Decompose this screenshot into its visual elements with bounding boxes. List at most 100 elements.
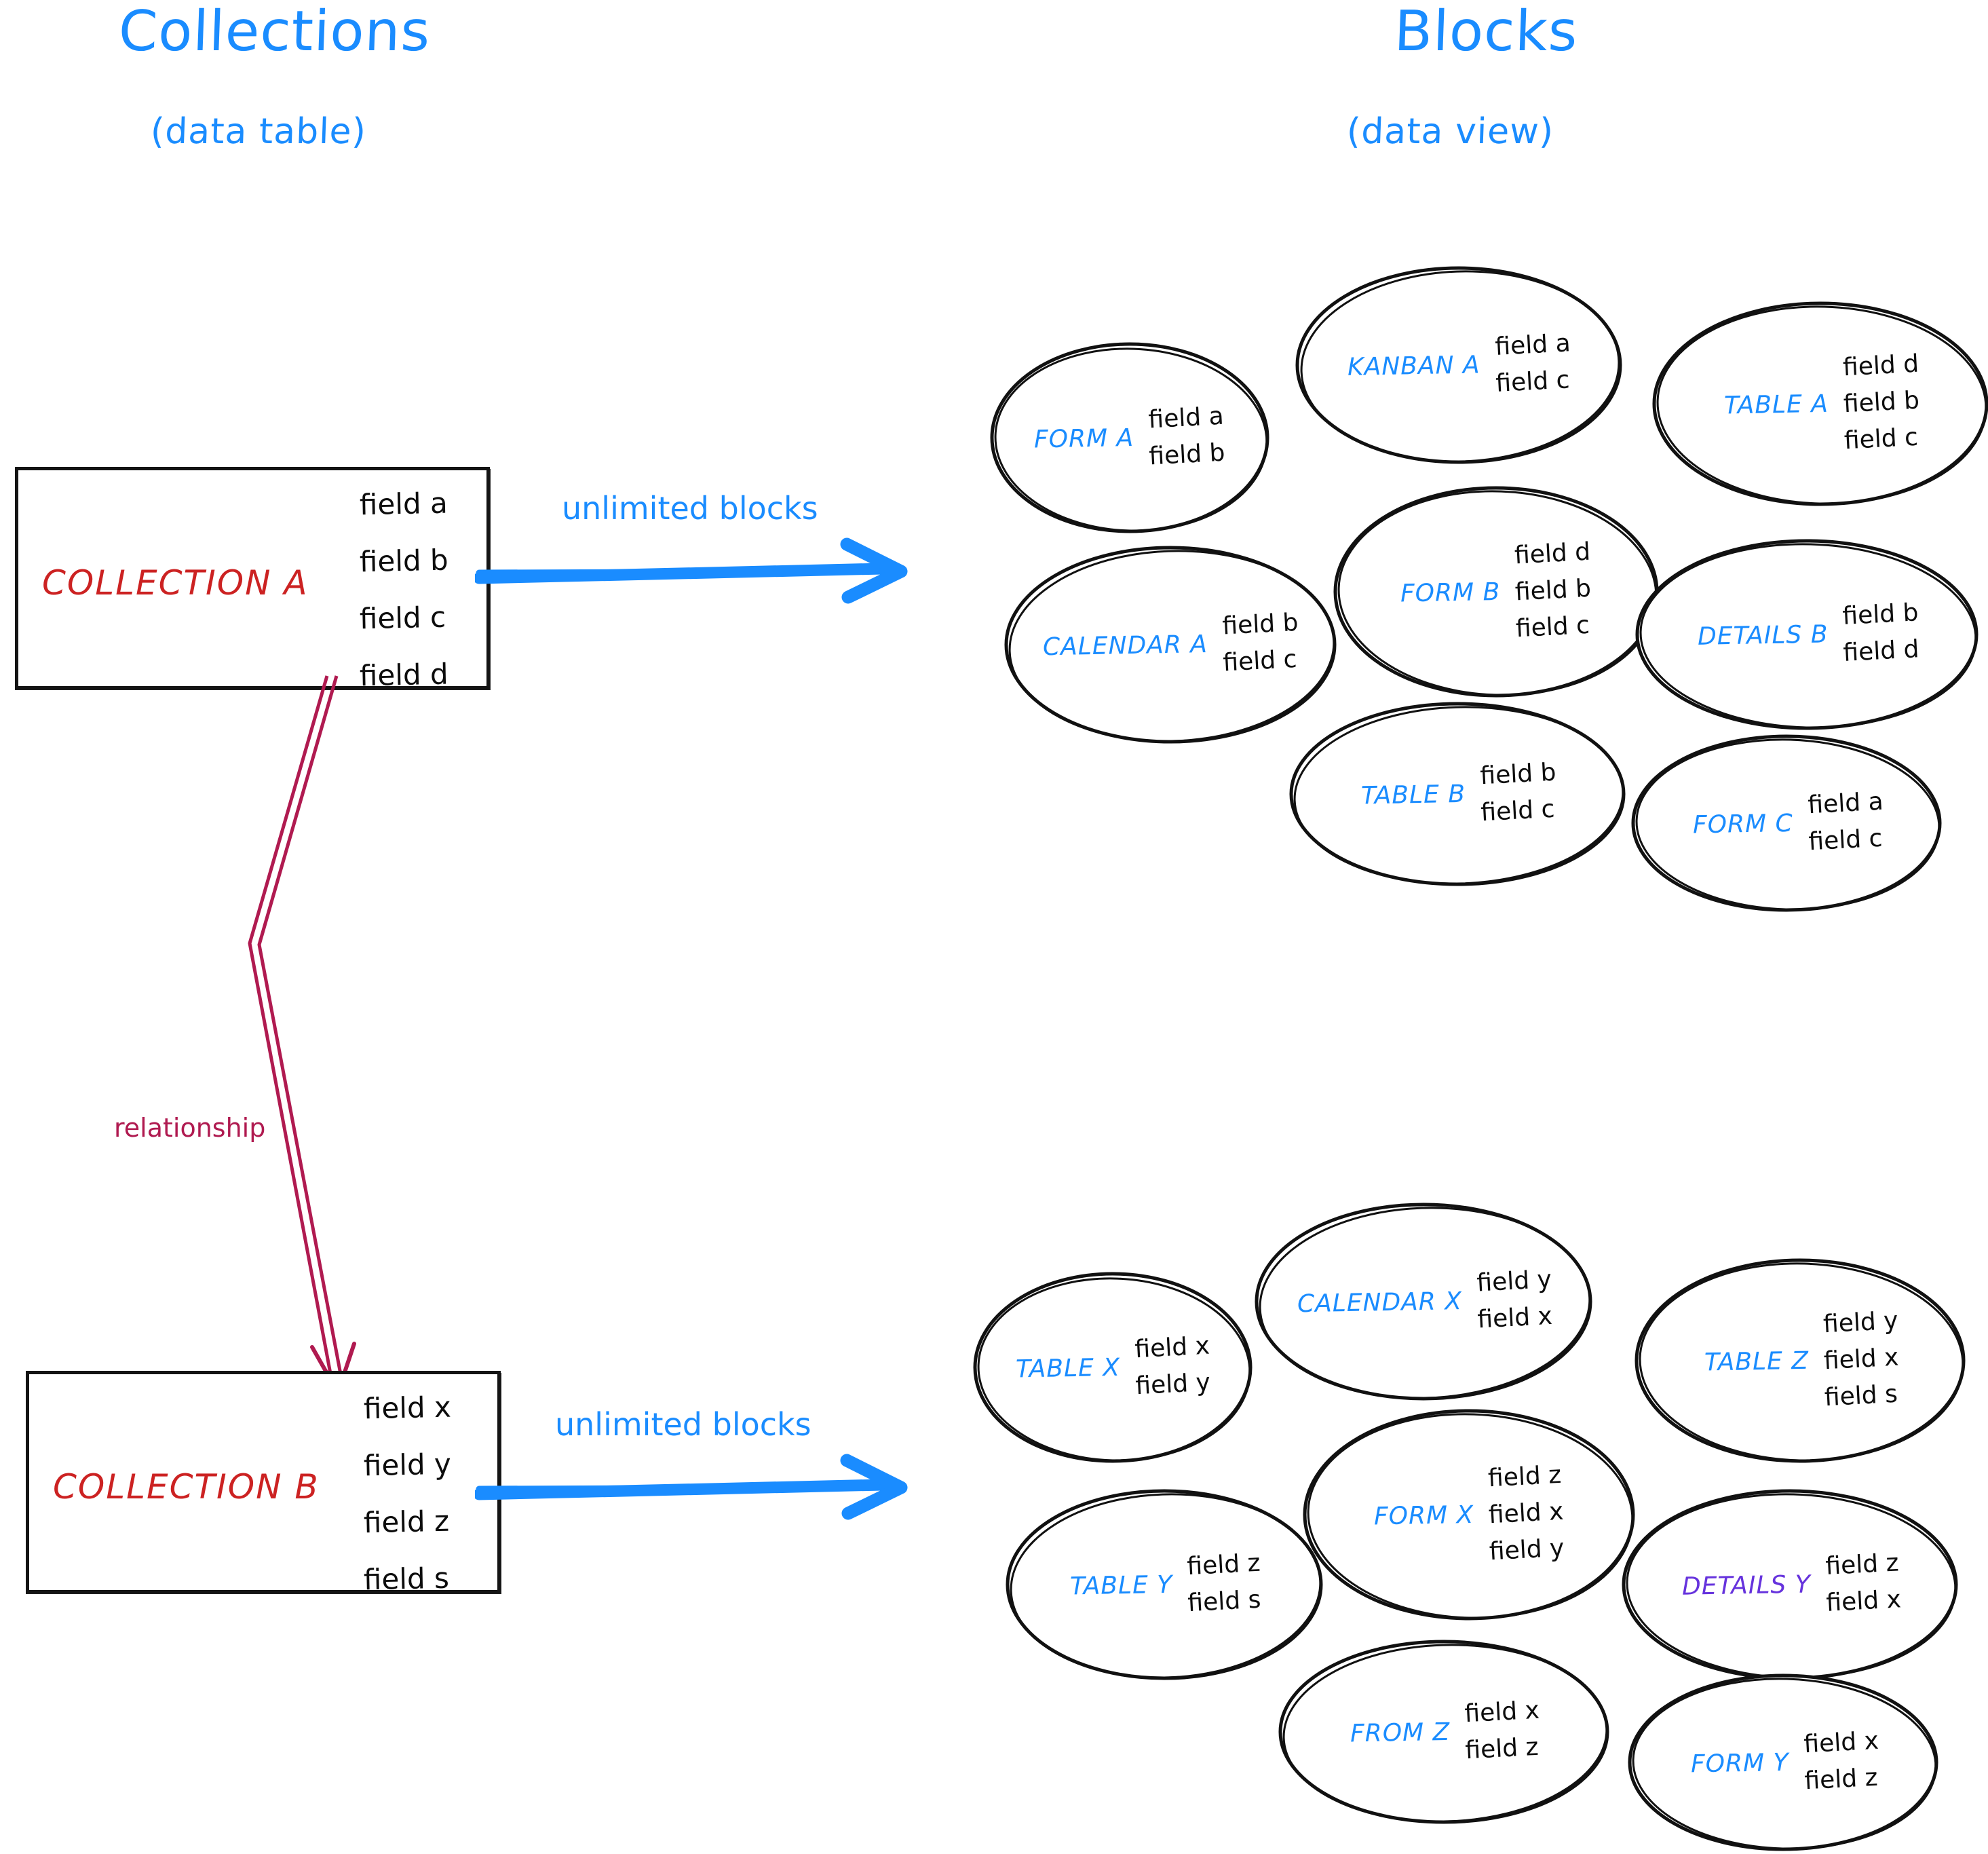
block-field: field b: [1841, 599, 1919, 631]
block-name: TABLE Y: [1070, 1570, 1173, 1600]
block-name: KANBAN A: [1347, 350, 1480, 381]
block-name: CALENDAR X: [1297, 1287, 1463, 1318]
block-ellipse[interactable]: FORM Y field x field z: [1625, 1671, 1944, 1854]
collection-b-field: field s: [363, 1561, 450, 1597]
block-field: field z: [1803, 1763, 1878, 1796]
collection-b-fields: field x field y field z field s: [363, 1390, 452, 1622]
block-name: FORM C: [1692, 809, 1793, 839]
block-field: field y: [1134, 1368, 1211, 1401]
collection-b-field: field z: [363, 1504, 450, 1540]
ellipse-outline: [1006, 1489, 1323, 1680]
block-field: field x: [1488, 1497, 1565, 1530]
block-fields: field z field s: [1187, 1549, 1262, 1618]
relationship-connector: [248, 675, 356, 1395]
relationship-label: relationship: [114, 1113, 266, 1143]
ellipse-outline: [1631, 734, 1942, 912]
block-field: field s: [1187, 1585, 1262, 1618]
block-fields: field y field x field s: [1822, 1306, 1900, 1412]
block-ellipse[interactable]: CALENDAR A field b field c: [1001, 543, 1340, 746]
block-ellipse[interactable]: FORM A field a field b: [987, 339, 1272, 536]
block-field: field b: [1221, 608, 1299, 641]
block-field: field x: [1802, 1726, 1879, 1759]
arrow-label-unlimited-blocks-a: unlimited blocks: [562, 490, 818, 527]
ellipse-outline: [1004, 546, 1337, 744]
block-field: field b: [1149, 438, 1227, 471]
block-field: field y: [1476, 1265, 1553, 1298]
block-ellipse[interactable]: CALENDAR X field y field x: [1252, 1200, 1598, 1403]
ellipse-outline: [1289, 702, 1626, 886]
ellipse-outline: [973, 1272, 1253, 1463]
block-fields: field d field b field c: [1514, 537, 1592, 643]
block-field: field b: [1514, 574, 1592, 607]
block-field: field c: [1494, 366, 1570, 398]
collection-b-field: field x: [363, 1390, 452, 1426]
block-ellipse[interactable]: FORM X field z field x field y: [1299, 1406, 1639, 1623]
collection-box-b[interactable]: [26, 1371, 501, 1593]
block-field: field z: [1464, 1733, 1540, 1765]
block-fields: field x field z: [1464, 1696, 1541, 1765]
block-name: TABLE X: [1015, 1353, 1121, 1383]
block-field: field y: [1489, 1534, 1565, 1566]
arrow-collection-b-to-blocks: [475, 1454, 908, 1520]
block-field: field x: [1134, 1331, 1210, 1364]
block-ellipse[interactable]: TABLE Z field y field x field s: [1632, 1255, 1971, 1466]
block-fields: field a field c: [1806, 787, 1884, 856]
block-fields: field x field y: [1134, 1331, 1211, 1401]
block-field: field c: [1480, 795, 1556, 827]
block-field: field a: [1806, 787, 1884, 820]
block-field: field c: [1221, 645, 1297, 677]
block-field: field d: [1842, 635, 1920, 668]
block-field: field y: [1822, 1306, 1899, 1339]
collection-box-a[interactable]: [15, 467, 490, 689]
arrow-collection-a-to-blocks: [475, 537, 908, 604]
block-name: FORM B: [1400, 578, 1501, 607]
block-ellipse[interactable]: TABLE B field b field c: [1286, 699, 1632, 889]
block-field: field b: [1842, 386, 1920, 419]
block-ellipse[interactable]: DETAILS Y field z field x: [1618, 1486, 1964, 1683]
ellipse-outline: [1652, 301, 1988, 506]
block-ellipse[interactable]: FORM C field a field c: [1628, 732, 1947, 915]
block-ellipse[interactable]: TABLE X field x field y: [970, 1269, 1255, 1466]
block-ellipse[interactable]: FROM Z field x field z: [1276, 1637, 1615, 1827]
block-ellipse[interactable]: DETAILS B field b field d: [1632, 536, 1985, 733]
block-fields: field a field c: [1493, 329, 1571, 398]
block-name: TABLE Z: [1704, 1346, 1810, 1376]
block-fields: field z field x: [1824, 1549, 1902, 1618]
block-field: field s: [1823, 1380, 1898, 1412]
heading-blocks-main: Blocks: [1393, 0, 1580, 64]
ellipse-outline: [1635, 539, 1979, 730]
heading-blocks-sub: (data view): [1345, 111, 1555, 152]
block-name: FORM A: [1034, 423, 1134, 453]
block-ellipse[interactable]: FORM B field d field b field c: [1330, 483, 1662, 700]
block-name: FORM Y: [1690, 1748, 1789, 1778]
block-field: field x: [1825, 1585, 1902, 1618]
block-name: FORM X: [1373, 1500, 1474, 1530]
collection-a-field: field b: [359, 543, 449, 579]
block-fields: field x field z: [1802, 1726, 1879, 1796]
block-field: field x: [1476, 1302, 1554, 1334]
arrow-label-unlimited-blocks-b: unlimited blocks: [555, 1406, 811, 1443]
block-ellipse[interactable]: KANBAN A field a field c: [1293, 263, 1625, 467]
block-field: field c: [1807, 824, 1883, 856]
ellipse-outline: [1303, 1409, 1635, 1621]
block-field: field z: [1487, 1460, 1563, 1493]
block-name: TABLE B: [1360, 780, 1466, 810]
block-field: field x: [1464, 1696, 1541, 1728]
block-field: field d: [1514, 537, 1592, 570]
block-fields: field d field b field c: [1842, 350, 1920, 455]
block-field: field a: [1148, 402, 1225, 434]
collection-a-field: field c: [359, 600, 446, 636]
block-field: field a: [1493, 329, 1571, 361]
block-ellipse[interactable]: TABLE Y field z field s: [1003, 1486, 1328, 1683]
block-fields: field z field x field y: [1487, 1460, 1565, 1566]
block-field: field z: [1187, 1549, 1262, 1581]
block-fields: field b field d: [1841, 599, 1920, 668]
block-fields: field b field c: [1221, 608, 1299, 677]
block-field: field z: [1824, 1549, 1900, 1581]
ellipse-outline: [1635, 1258, 1966, 1463]
block-name: FROM Z: [1350, 1718, 1451, 1747]
block-ellipse[interactable]: TABLE A field d field b field c: [1649, 299, 1988, 509]
block-field: field x: [1822, 1343, 1900, 1376]
block-fields: field b field c: [1479, 759, 1557, 827]
